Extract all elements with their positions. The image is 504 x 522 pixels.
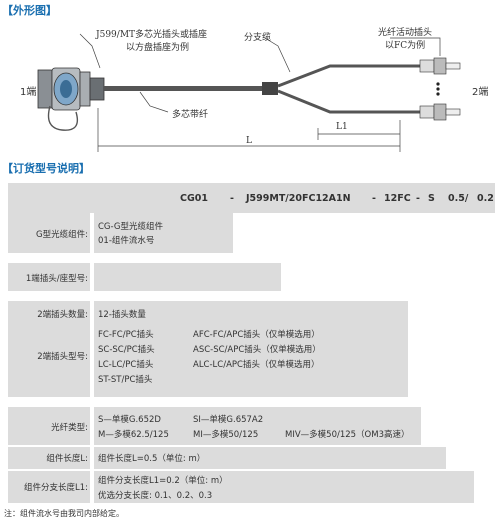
gtype-value-2: 01-组件流水号 (98, 236, 155, 246)
end2-type-right-2: ASC-SC/APC插头（仅单模选用） (193, 345, 321, 355)
connector-label-1: J599/MT多芯光插头或插座 (96, 30, 208, 40)
branch-cable-label: 分支缆 (244, 33, 272, 43)
code-dash-3: - (416, 193, 420, 204)
row-bg-length (8, 447, 446, 469)
fiber-miv: MIV—多模50/125（OM3高速） (285, 430, 410, 440)
fiber-s: S—单模G.652D (98, 415, 161, 425)
end2-type-right-1: AFC-FC/APC插头（仅单模选用） (193, 330, 320, 340)
dimension-l-label: L (246, 136, 252, 146)
row-bg-gtype (8, 213, 233, 253)
row-label-end1: 1端插头/座型号: (25, 274, 88, 284)
code-header-band (8, 183, 495, 213)
row-bg-end1 (8, 263, 281, 291)
dimension-l1-label: L1 (336, 122, 348, 132)
connector-label-2: 以方盘插座为例 (126, 43, 190, 53)
code-end1-model: J599MT/20FC12A1N (246, 193, 351, 204)
fiber-connector-label-1: 光纤活动插头 (378, 28, 433, 38)
code-dash-1: - (230, 193, 234, 204)
code-branch: 0.2 (477, 193, 494, 204)
code-fiber: S (428, 193, 435, 204)
row-bg-end2 (8, 301, 408, 397)
end1-label: 1端 (20, 87, 37, 98)
code-end2: 12FC (384, 193, 411, 204)
fiber-si: SI—单模G.657A2 (193, 415, 264, 425)
fc-connector-bottom (419, 103, 461, 121)
ribbon-fiber-label: 多芯带纤 (172, 110, 209, 120)
row-label-gtype: G型光缆组件: (36, 230, 88, 240)
row-bg-fiber (8, 407, 421, 445)
cable-outline-diagram (37, 33, 461, 152)
fiber-mi: MI—多模50/125 (193, 430, 259, 440)
code-dash-2: - (372, 193, 376, 204)
main-cable (104, 86, 264, 91)
code-series: CG01 (180, 193, 208, 204)
end2-type-left-4: ST-ST/PC插头 (98, 375, 153, 385)
fiber-connector-label-2: 以FC为例 (385, 41, 426, 51)
end2-type-left-3: LC-LC/PC插头 (98, 360, 154, 370)
branch-value-2: 优选分支长度: 0.1、0.2、0.3 (98, 491, 213, 501)
end2-type-left-1: FC-FC/PC插头 (98, 330, 154, 340)
row-label-branch: 组件分支长度L1: (23, 483, 88, 493)
row-label-end2-count: 2端插头数量: (37, 310, 88, 320)
end2-label: 2端 (472, 87, 489, 98)
row-bg-branch (8, 471, 474, 503)
length-value: 组件长度L=0.5（单位: m） (98, 454, 206, 464)
j599-connector-drawing (37, 67, 105, 131)
branch-value-1: 组件分支长度L1=0.2（单位: m） (98, 476, 228, 486)
row-label-length: 组件长度L: (46, 454, 88, 464)
label-value-divider (90, 213, 94, 503)
end2-type-right-3: ALC-LC/APC插头（仅单模选用） (193, 360, 320, 370)
gtype-value-1: CG-G型光缆组件 (98, 222, 163, 232)
breakout-boot (262, 82, 278, 95)
fiber-m: M—多模62.5/125 (98, 430, 169, 440)
row-label-fiber: 光纤类型: (51, 423, 88, 433)
end2-count-value: 12-插头数量 (98, 310, 146, 320)
code-length: 0.5/ (448, 193, 469, 204)
footnote: 注：组件流水号由我司内部给定。 (4, 509, 124, 518)
section-title-ordering: 【订货型号说明】 (2, 162, 90, 175)
end2-type-left-2: SC-SC/PC插头 (98, 345, 155, 355)
fc-connector-top (419, 57, 461, 75)
row-label-end2-type: 2端插头型号: (37, 352, 88, 362)
section-title-outline: 【外形图】 (2, 4, 57, 17)
